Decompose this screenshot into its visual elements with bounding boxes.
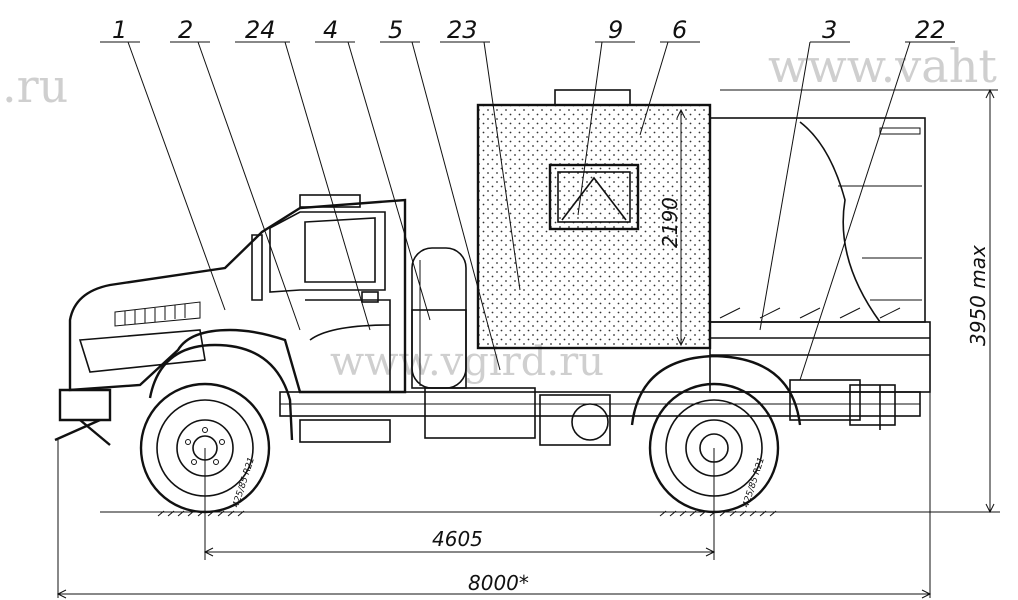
dim-max-height: 3950 max — [966, 245, 990, 346]
module-window — [548, 163, 640, 231]
ground-hatch-front — [157, 510, 245, 517]
watermark-left: .ru — [2, 59, 68, 113]
callout-2: 2 — [178, 16, 193, 44]
callout-24: 24 — [245, 16, 276, 44]
chassis-frame — [279, 379, 921, 446]
dim-max-height-line — [720, 88, 998, 514]
front-tyre-marking: 425/85 R21 — [231, 456, 257, 509]
dim-overall-length-line — [56, 392, 932, 599]
dim-body-height: 2190 — [658, 197, 682, 248]
cab — [54, 194, 407, 446]
callout-23: 23 — [447, 16, 478, 44]
awning — [709, 117, 926, 323]
callout-9: 9 — [608, 16, 623, 44]
utility-module — [476, 89, 712, 350]
callout-6: 6 — [672, 16, 687, 44]
hood-grille — [114, 301, 201, 327]
callout-leaders — [100, 41, 955, 381]
callout-1: 1 — [112, 16, 127, 44]
callout-4: 4 — [323, 16, 338, 44]
ground-hatch-rear — [659, 510, 777, 517]
rear-tyre-marking: 425/85 R21 — [741, 456, 767, 509]
spare-tank — [411, 247, 467, 389]
dim-wheelbase-line — [203, 448, 716, 560]
callout-22: 22 — [915, 16, 946, 44]
dim-overall-length: 8000* — [468, 571, 529, 595]
callout-3: 3 — [822, 16, 837, 44]
rear-wheel-arch — [630, 354, 802, 426]
front-wheel-arch — [148, 343, 294, 441]
dim-wheelbase: 4605 — [432, 527, 483, 551]
cargo-platform — [709, 307, 931, 393]
callout-5: 5 — [388, 16, 403, 44]
